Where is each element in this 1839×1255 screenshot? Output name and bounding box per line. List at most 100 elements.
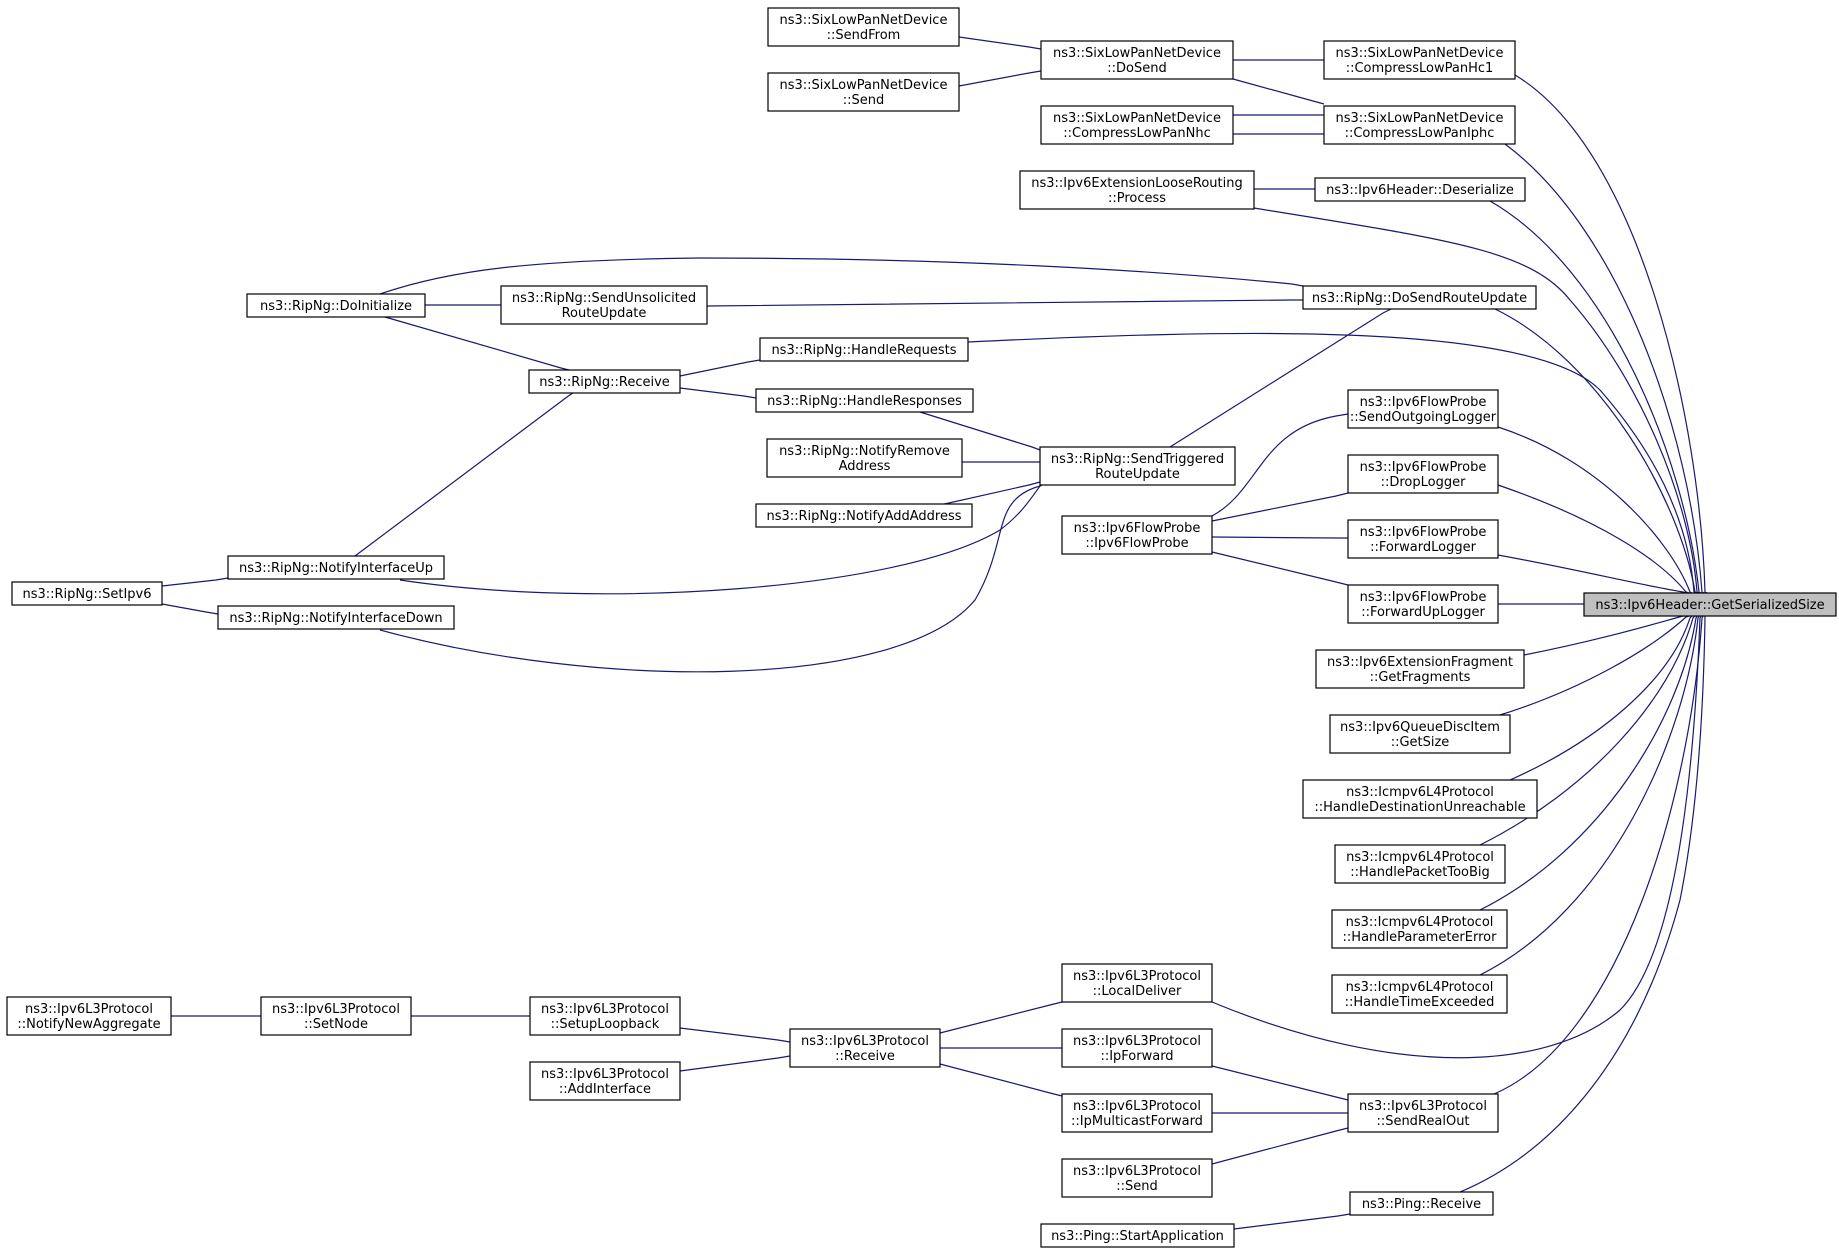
node-label: ns3::RipNg::NotifyAddAddress xyxy=(766,509,961,524)
edge-line xyxy=(939,481,1041,506)
node-label: ns3::RipNg::SendUnsolicited xyxy=(512,291,696,306)
node-frag-get[interactable]: ns3::Ipv6ExtensionFragment::GetFragments xyxy=(1315,649,1525,689)
node-icmp-time[interactable]: ns3::Icmpv6L4Protocol::HandleTimeExceede… xyxy=(1331,974,1508,1014)
edge-line xyxy=(1211,536,1348,539)
node-sl-sendfrom[interactable]: ns3::SixLowPanNetDevice::SendFrom xyxy=(767,7,960,47)
node-label: ns3::Ping::Receive xyxy=(1362,1197,1481,1212)
node-l3-setuploop[interactable]: ns3::Ipv6L3Protocol::SetupLoopback xyxy=(529,996,681,1036)
node-rip-doinit[interactable]: ns3::RipNg::DoInitialize xyxy=(246,293,426,318)
node-sl-hc1[interactable]: ns3::SixLowPanNetDevice::CompressLowPanH… xyxy=(1323,40,1516,80)
node-label: ns3::Ipv6FlowProbe xyxy=(1360,590,1487,605)
node-l3-addif[interactable]: ns3::Ipv6L3Protocol::AddInterface xyxy=(529,1061,681,1101)
node-hdr-deser[interactable]: ns3::Ipv6Header::Deserialize xyxy=(1314,177,1526,202)
node-fp-ctor[interactable]: ns3::Ipv6FlowProbe::Ipv6FlowProbe xyxy=(1061,515,1213,555)
node-l3-notifyagg[interactable]: ns3::Ipv6L3Protocol::NotifyNewAggregate xyxy=(6,996,172,1036)
node-rip-notifyadd[interactable]: ns3::RipNg::NotifyAddAddress xyxy=(755,503,973,528)
node-label: ns3::Ipv6L3Protocol xyxy=(272,1002,400,1017)
node-l3-setnode[interactable]: ns3::Ipv6L3Protocol::SetNode xyxy=(260,996,412,1036)
edge-l3_send-to-l3_sendrealout xyxy=(1211,1127,1349,1165)
node-ping-start[interactable]: ns3::Ping::StartApplication xyxy=(1040,1223,1235,1248)
node-box xyxy=(11,581,163,606)
node-box xyxy=(217,605,455,630)
edge-line xyxy=(679,387,757,399)
edge-rip_setipv6-to-rip_ifdown xyxy=(161,603,219,615)
node-rip-ifup[interactable]: ns3::RipNg::NotifyInterfaceUp xyxy=(227,555,445,580)
node-label: ::GetFragments xyxy=(1370,670,1471,685)
edge-line xyxy=(1493,615,1704,1095)
node-label: ::DropLogger xyxy=(1381,475,1467,490)
node-rip-dosend[interactable]: ns3::RipNg::DoSendRouteUpdate xyxy=(1302,285,1537,310)
node-label: ::SendRealOut xyxy=(1376,1114,1469,1129)
call-edges xyxy=(161,36,1708,1230)
node-l3-send[interactable]: ns3::Ipv6L3Protocol::Send xyxy=(1061,1158,1213,1198)
node-rip-receive[interactable]: ns3::RipNg::Receive xyxy=(528,369,681,394)
edge-rip_unsol-to-rip_dosend xyxy=(706,299,1303,307)
node-rip-ifdown[interactable]: ns3::RipNg::NotifyInterfaceDown xyxy=(217,605,455,630)
edge-hdr_deser-to-target xyxy=(1489,200,1702,594)
node-l3-ipmcast[interactable]: ns3::Ipv6L3Protocol::IpMulticastForward xyxy=(1061,1093,1213,1133)
node-sl-nhc[interactable]: ns3::SixLowPanNetDevice::CompressLowPanN… xyxy=(1040,105,1234,145)
edge-fp_ctor-to-fp_drop xyxy=(1211,492,1349,522)
node-l3-localdeliver[interactable]: ns3::Ipv6L3Protocol::LocalDeliver xyxy=(1061,963,1213,1003)
node-label: ns3::RipNg::NotifyInterfaceUp xyxy=(239,561,433,576)
node-box xyxy=(1329,714,1511,754)
node-label: ns3::Ipv6L3Protocol xyxy=(541,1002,669,1017)
edge-line xyxy=(1497,554,1688,594)
edge-line xyxy=(919,411,1044,452)
node-label: ns3::SixLowPanNetDevice xyxy=(1336,46,1504,61)
node-rip-handleresp[interactable]: ns3::RipNg::HandleResponses xyxy=(755,388,974,413)
node-box xyxy=(1019,170,1255,210)
node-label: ns3::Ipv6L3Protocol xyxy=(1073,1164,1201,1179)
edge-line xyxy=(161,577,229,587)
edge-line xyxy=(939,1063,1063,1097)
node-fp-drop[interactable]: ns3::Ipv6FlowProbe::DropLogger xyxy=(1347,454,1499,494)
edge-icmp_big-to-target xyxy=(1479,615,1696,846)
node-l3-receive[interactable]: ns3::Ipv6L3Protocol::Receive xyxy=(789,1028,941,1068)
edge-fp_fwd-to-target xyxy=(1497,554,1688,594)
node-box xyxy=(1331,909,1508,949)
node-fp-fwdup[interactable]: ns3::Ipv6FlowProbe::ForwardUpLogger xyxy=(1347,584,1499,624)
node-l3-ipforward[interactable]: ns3::Ipv6L3Protocol::IpForward xyxy=(1061,1028,1213,1068)
edge-icmp_dest-to-target xyxy=(1509,615,1693,781)
edge-qdisc_size-to-target xyxy=(1499,615,1690,716)
node-label: ::SendOutgoingLogger xyxy=(1350,410,1497,425)
node-box xyxy=(1040,1223,1235,1248)
node-icmp-big[interactable]: ns3::Icmpv6L4Protocol::HandlePacketTooBi… xyxy=(1334,844,1506,884)
node-icmp-param[interactable]: ns3::Icmpv6L4Protocol::HandleParameterEr… xyxy=(1331,909,1508,949)
node-qdisc-size[interactable]: ns3::Ipv6QueueDiscItem::GetSize xyxy=(1329,714,1511,754)
node-sl-iphc[interactable]: ns3::SixLowPanNetDevice::CompressLowPanI… xyxy=(1323,105,1516,145)
node-fp-sendout[interactable]: ns3::Ipv6FlowProbe::SendOutgoingLogger xyxy=(1347,389,1499,429)
node-icmp-dest[interactable]: ns3::Icmpv6L4Protocol::HandleDestination… xyxy=(1302,779,1538,819)
edge-fp_drop-to-target xyxy=(1497,484,1690,594)
node-box xyxy=(1347,454,1499,494)
edge-line xyxy=(1232,78,1325,105)
node-label: ::HandlePacketTooBig xyxy=(1350,865,1490,880)
node-sl-dosend[interactable]: ns3::SixLowPanNetDevice::DoSend xyxy=(1040,40,1234,80)
node-label: ns3::Ipv6L3Protocol xyxy=(541,1067,669,1082)
node-label: ::GetSize xyxy=(1391,735,1450,750)
edge-icmp_time-to-target xyxy=(1479,615,1700,976)
node-label: ns3::RipNg::NotifyRemove xyxy=(779,444,950,459)
node-sl-send[interactable]: ns3::SixLowPanNetDevice::Send xyxy=(767,72,960,112)
node-fp-fwd[interactable]: ns3::Ipv6FlowProbe::ForwardLogger xyxy=(1347,519,1499,559)
node-l3-sendrealout[interactable]: ns3::Ipv6L3Protocol::SendRealOut xyxy=(1347,1093,1499,1133)
node-label: ns3::Ipv6ExtensionLooseRouting xyxy=(1031,176,1242,191)
node-ping-receive[interactable]: ns3::Ping::Receive xyxy=(1349,1191,1494,1216)
node-label: ::SetupLoopback xyxy=(551,1017,660,1032)
node-box xyxy=(755,503,973,528)
edge-line xyxy=(1494,308,1698,594)
node-rip-handlereq[interactable]: ns3::RipNg::HandleRequests xyxy=(759,337,969,362)
edge-line xyxy=(1514,74,1708,594)
node-rip-setipv6[interactable]: ns3::RipNg::SetIpv6 xyxy=(11,581,163,606)
edge-line xyxy=(1479,615,1696,846)
edge-line xyxy=(679,1027,791,1043)
edge-rip_handleresp-to-rip_triggered xyxy=(919,411,1044,452)
node-box xyxy=(789,1028,941,1068)
node-loose-process[interactable]: ns3::Ipv6ExtensionLooseRouting::Process xyxy=(1019,170,1255,210)
node-label: ::HandleParameterError xyxy=(1343,930,1498,945)
node-label: ns3::Icmpv6L4Protocol xyxy=(1346,785,1494,800)
node-label: ns3::Ipv6L3Protocol xyxy=(25,1002,153,1017)
